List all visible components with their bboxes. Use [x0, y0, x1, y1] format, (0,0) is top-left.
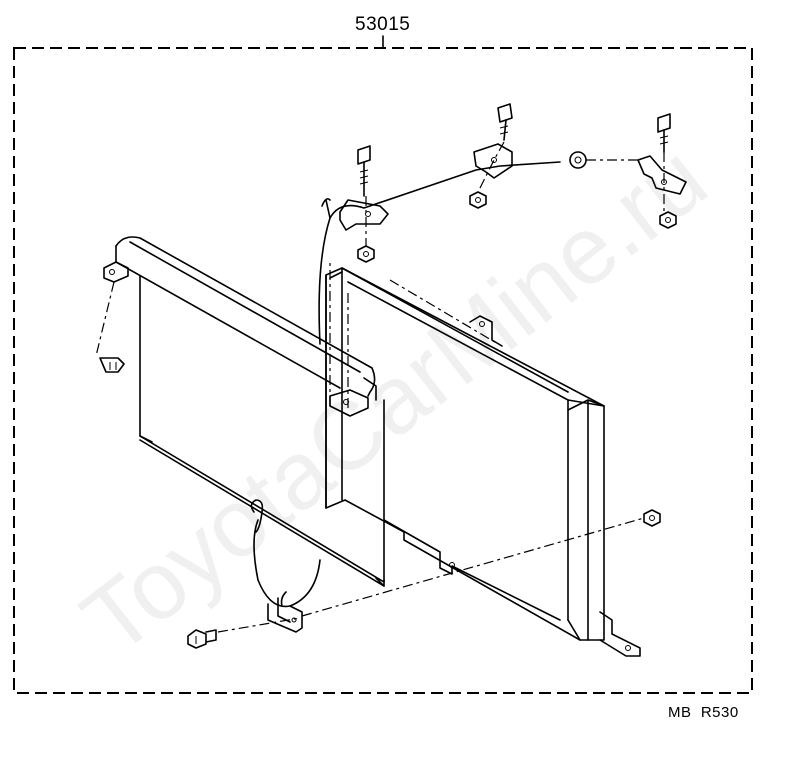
- nut-top-right: [659, 211, 677, 229]
- cable-loop: [250, 499, 321, 633]
- radiator: [325, 267, 641, 657]
- nut-right: [643, 509, 661, 527]
- bolt-top-middle: [497, 103, 513, 141]
- bolt-top-left: [357, 145, 371, 197]
- nut-top-middle: [469, 191, 487, 209]
- bolt-bottom: [187, 629, 217, 649]
- figure-code-label: MB R530: [668, 704, 739, 721]
- bolt-left: [99, 357, 125, 373]
- nut-top-left: [357, 245, 375, 263]
- bolt-top-right: [657, 113, 671, 153]
- assembly-guide-lines: [95, 141, 665, 633]
- assembly-group-frame: [13, 47, 753, 694]
- part-number-label: 53015: [355, 14, 411, 35]
- condenser: [103, 236, 385, 587]
- wire-harness: [318, 143, 687, 345]
